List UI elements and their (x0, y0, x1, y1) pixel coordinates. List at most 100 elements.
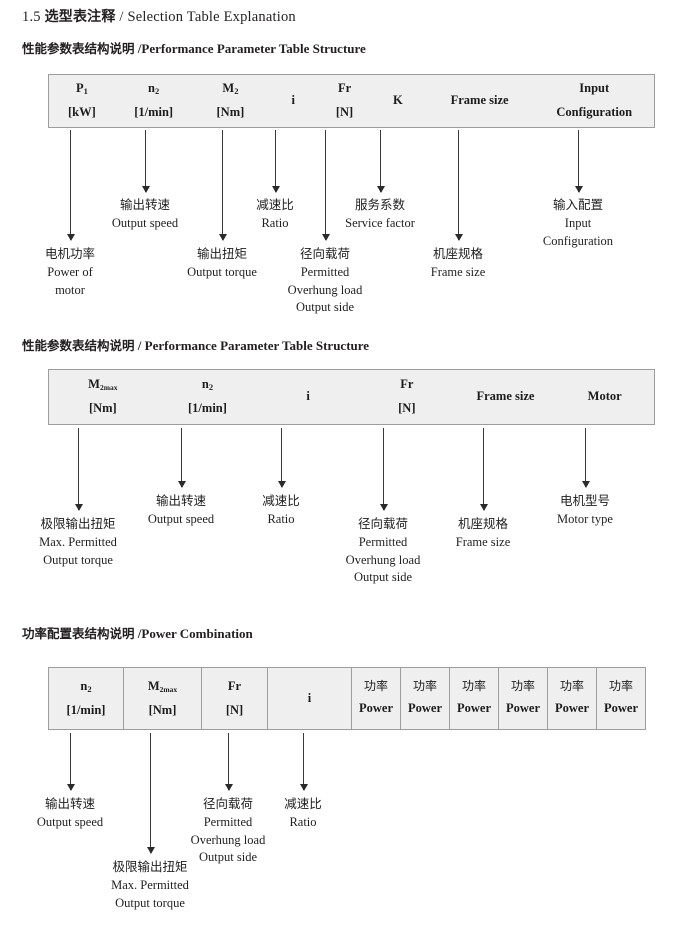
table2-col-frame-size: Frame size (456, 370, 556, 424)
table1-col-n2: n2 [1/min] (115, 75, 193, 127)
annotation-input-configuration: 输入配置 Input Configuration (543, 196, 613, 250)
table1-col-frame-size: Frame size (425, 75, 535, 127)
table3-col-power-5-en: Power (554, 701, 589, 716)
table1-col-fr-unit: [N] (335, 105, 354, 119)
table1-col-m2-symbol: M (222, 81, 235, 96)
section-heading-3: 功率配置表结构说明 /Power Combination (22, 623, 253, 642)
arrow-to-ratio-3 (299, 733, 308, 791)
table3-col-power-2-cn: 功率 (412, 679, 437, 694)
table1-col-i-symbol: i (291, 93, 295, 108)
annotation-power-of-motor-en1: Power of (47, 264, 93, 279)
table3-col-n2: n2 [1/min] (49, 668, 123, 729)
table1-col-m2-subscript: 2 (234, 86, 239, 97)
table2-col-frame-size-label: Frame size (476, 389, 535, 404)
annotation-input-configuration-en1: Input (564, 215, 592, 230)
table1-col-m2: M2 [Nm] (193, 75, 269, 127)
table1-col-p1-symbol: P (75, 81, 84, 96)
annotation-frame-size-2-cn: 机座规格 (457, 516, 508, 531)
annotation-ratio-2: 减速比 Ratio (262, 492, 300, 529)
table1-col-p1: P1 [kW] (49, 75, 115, 127)
table3-col-m2max-symbol: M (147, 678, 160, 693)
section-heading-2-cn: 性能参数表结构说明 (22, 338, 135, 353)
table3-col-power-5-cn: 功率 (559, 679, 584, 694)
annotation-permitted-overhung-load-en3: Output side (296, 300, 354, 315)
table3-col-m2max-subscript: 2max (159, 684, 178, 694)
annotation-permitted-overhung-load: 径向载荷 Permitted Overhung load Output side (288, 245, 363, 317)
annotation-output-torque: 输出扭矩 Output torque (187, 245, 257, 282)
table3-col-power-2: 功率 Power (400, 668, 449, 729)
annotation-output-speed-3-en1: Output speed (36, 814, 104, 829)
table3-col-n2-unit: [1/min] (66, 702, 106, 717)
annotation-service-factor-cn: 服务系数 (354, 197, 406, 212)
table1-col-frame-size-label: Frame size (450, 93, 509, 108)
table3-col-i: i (267, 668, 351, 729)
annotation-frame-size-en1: Frame size (430, 264, 486, 279)
table3-col-power-1-en: Power (358, 701, 393, 716)
table2-col-m2max-subscript: 2max (99, 383, 118, 393)
table1-col-m2-unit: [Nm] (216, 105, 245, 119)
table1-col-k: K (371, 75, 425, 127)
annotation-power-of-motor-en2: motor (55, 282, 85, 297)
section-title-separator: / (119, 9, 124, 25)
table2-col-fr-symbol: Fr (400, 377, 414, 392)
table2-col-n2: n2 [1/min] (157, 370, 259, 424)
table3-col-power-2-en: Power (407, 701, 442, 716)
table3-col-i-symbol: i (307, 690, 312, 705)
annotation-output-speed: 输出转速 Output speed (112, 196, 178, 233)
arrow-to-output-speed-2 (177, 428, 186, 488)
annotation-ratio-3-cn: 减速比 (284, 796, 322, 811)
annotation-permitted-overhung-load-cn: 径向载荷 (299, 246, 351, 261)
annotation-output-speed-2-cn: 输出转速 (155, 493, 206, 508)
arrow-to-output-speed-3 (66, 733, 75, 791)
table3-col-fr-unit: [N] (225, 702, 244, 717)
table3-col-power-3: 功率 Power (449, 668, 498, 729)
annotation-ratio-en1: Ratio (261, 215, 289, 230)
table1-col-fr: Fr [N] (318, 75, 371, 127)
annotation-ratio-3-en1: Ratio (289, 814, 317, 829)
annotation-input-configuration-cn: 输入配置 (552, 197, 604, 212)
section-heading-2: 性能参数表结构说明 / Performance Parameter Table … (22, 335, 369, 354)
annotation-permitted-overhung-load-en1: Permitted (300, 264, 350, 279)
annotation-ratio-3: 减速比 Ratio (284, 795, 322, 832)
table3-col-n2-symbol: n (80, 678, 88, 693)
table2-col-motor-label: Motor (587, 389, 622, 404)
arrow-to-ratio-2 (277, 428, 286, 488)
section-number: 1.5 (22, 9, 41, 25)
annotation-permitted-overhung-load-3: 径向载荷 Permitted Overhung load Output side (191, 795, 266, 867)
table2-col-motor: Motor (555, 370, 654, 424)
page-title: 1.5 选型表注释 / Selection Table Explanation (22, 6, 296, 26)
table3-col-power-3-cn: 功率 (461, 679, 486, 694)
section-heading-3-en: Power Combination (141, 626, 253, 641)
section-heading-2-en: Performance Parameter Table Structure (144, 338, 370, 353)
table3-col-power-6-en: Power (603, 701, 638, 716)
annotation-permitted-overhung-load-2-en1: Permitted (358, 534, 408, 549)
annotation-motor-type-2-cn: 电机型号 (559, 493, 610, 508)
annotation-permitted-overhung-load-2-en2: Overhung load (345, 552, 421, 567)
annotation-frame-size-2-en1: Frame size (455, 534, 511, 549)
table3-col-power-1: 功率 Power (351, 668, 400, 729)
section-heading-1-cn: 性能参数表结构说明 (22, 41, 135, 56)
annotation-input-configuration-en2: Configuration (542, 233, 614, 248)
performance-parameter-table-1: P1 [kW] n2 [1/min] M2 [Nm] i Fr [N] K Fr… (48, 74, 655, 128)
table3-col-fr-symbol: Fr (227, 678, 242, 693)
annotation-service-factor: 服务系数 Service factor (345, 196, 415, 233)
table3-col-m2max-unit: [Nm] (148, 702, 177, 717)
table3-col-power-6-cn: 功率 (608, 679, 633, 694)
table2-col-fr: Fr [N] (358, 370, 456, 424)
section-title-en: Selection Table Explanation (127, 9, 296, 25)
section-heading-2-sep: / (137, 338, 142, 353)
table1-col-n2-unit: [1/min] (134, 105, 174, 119)
annotation-ratio-2-en1: Ratio (267, 511, 295, 526)
arrow-to-permitted-overhung-load (321, 130, 330, 241)
arrow-to-permitted-overhung-load-3 (224, 733, 233, 791)
annotation-output-torque-en1: Output torque (187, 264, 257, 279)
annotation-ratio-2-cn: 减速比 (262, 493, 300, 508)
annotation-frame-size-cn: 机座规格 (432, 246, 483, 261)
table2-col-i: i (258, 370, 358, 424)
annotation-output-speed-3-cn: 输出转速 (44, 796, 95, 811)
annotation-max-permitted-output-torque-3-cn: 极限输出扭矩 (112, 859, 188, 874)
arrow-to-service-factor (376, 130, 385, 193)
annotation-output-speed-en1: Output speed (111, 215, 179, 230)
table3-col-m2max: M2max [Nm] (123, 668, 201, 729)
annotation-power-of-motor-cn: 电机功率 (44, 246, 96, 261)
